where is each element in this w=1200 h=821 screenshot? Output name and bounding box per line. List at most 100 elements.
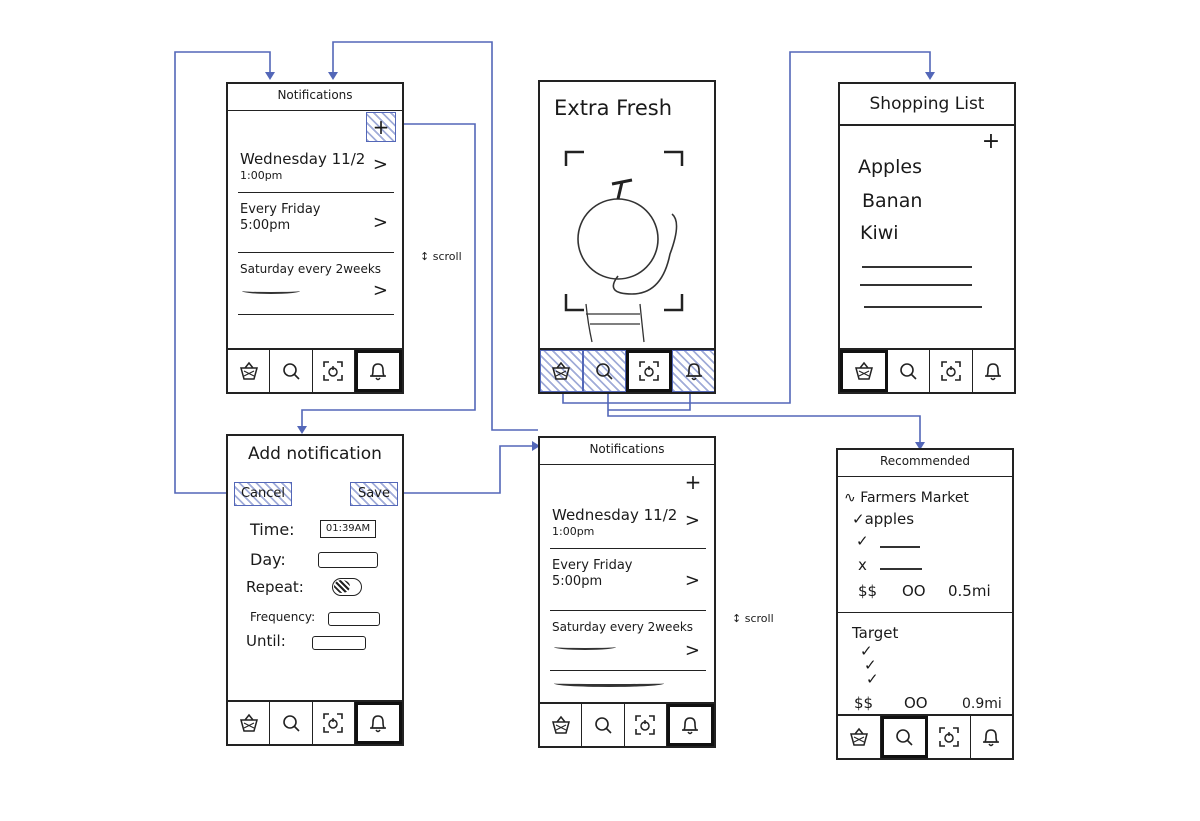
flow-basket-to-shopping	[562, 51, 931, 404]
tab-scan[interactable]	[928, 716, 971, 758]
basket-icon	[239, 713, 258, 732]
placeholder-squiggle	[554, 680, 664, 687]
tab-basket[interactable]	[840, 350, 888, 392]
check-icon: ✓	[864, 656, 877, 674]
tab-search[interactable]	[270, 350, 313, 392]
screen-title: Notifications	[228, 88, 402, 111]
placeholder-line	[860, 284, 972, 286]
placeholder-line	[864, 306, 982, 308]
divider	[838, 612, 1012, 613]
scroll-annotation: ↕ scroll	[420, 250, 462, 263]
until-label: Until:	[246, 632, 286, 650]
chevron-right-icon: >	[684, 570, 700, 591]
store-rating: OO	[904, 694, 928, 712]
flow-bell-to-notifications	[608, 392, 691, 411]
tab-search[interactable]	[582, 704, 625, 746]
scan-screen: Extra Fresh	[538, 80, 716, 394]
notification-title: Every Friday	[240, 202, 321, 217]
list-item[interactable]: Kiwi	[860, 222, 899, 244]
basket-icon	[551, 715, 570, 734]
bell-icon	[985, 363, 1002, 381]
tab-notifications[interactable]	[666, 704, 714, 746]
notification-item[interactable]: Wednesday 11/2 1:00pm >	[240, 150, 392, 182]
bell-icon	[682, 717, 699, 735]
tab-basket[interactable]	[540, 350, 583, 392]
add-notification-button[interactable]: +	[366, 112, 396, 142]
store-rating: OO	[902, 582, 926, 600]
tab-notifications[interactable]	[973, 350, 1015, 392]
tab-basket[interactable]	[838, 716, 881, 758]
notification-item[interactable]: Every Friday 5:00pm >	[552, 558, 704, 591]
store-name[interactable]: ∿ Farmers Market	[844, 490, 969, 506]
time-field[interactable]: 01:39AM	[320, 520, 376, 538]
add-notification-button[interactable]: +	[684, 470, 702, 494]
notification-title: Saturday every 2weeks	[552, 620, 694, 634]
tab-notifications[interactable]	[971, 716, 1013, 758]
scan-icon	[323, 361, 343, 381]
notification-title: Wednesday 11/2	[240, 150, 366, 168]
divider	[238, 252, 394, 253]
add-notification-screen: Add notification Cancel Save Time: 01:39…	[226, 434, 404, 746]
list-item[interactable]: Apples	[858, 156, 922, 178]
cancel-button[interactable]: Cancel	[234, 482, 292, 506]
screen-title: Add notification	[248, 444, 382, 464]
tab-notifications[interactable]	[672, 350, 714, 392]
scan-icon	[940, 361, 961, 381]
bell-icon	[685, 363, 702, 381]
match-item: ✓	[856, 532, 869, 550]
notifications-screen: Notifications + Wednesday 11/2 1:00pm > …	[226, 82, 404, 394]
frequency-field[interactable]	[328, 612, 380, 626]
match-item-name: apples	[864, 510, 915, 528]
check-icon: ✓	[866, 670, 879, 688]
scroll-arrow-icon: ↕	[420, 250, 430, 263]
tab-scan[interactable]	[313, 702, 355, 744]
flow-search-to-recommended	[607, 392, 921, 448]
tab-search[interactable]	[888, 350, 930, 392]
tab-scan[interactable]	[625, 350, 673, 392]
scan-icon	[635, 715, 655, 735]
match-item: ✓apples	[852, 510, 914, 528]
store-distance: 0.5mi	[948, 582, 991, 600]
notification-time: 5:00pm	[240, 218, 291, 233]
camera-viewfinder	[564, 150, 684, 343]
tab-search[interactable]	[582, 350, 626, 392]
tab-search[interactable]	[270, 702, 313, 744]
notification-item[interactable]: Wednesday 11/2 1:00pm >	[552, 506, 704, 538]
flow-top-loop	[332, 41, 538, 431]
day-label: Day:	[250, 550, 286, 569]
store-price: $$	[858, 582, 878, 600]
notification-title: Every Friday	[552, 558, 633, 573]
list-item[interactable]: Banan	[862, 190, 923, 212]
day-field[interactable]	[318, 552, 378, 568]
divider	[550, 670, 706, 671]
notification-time: 5:00pm	[552, 574, 603, 589]
tab-notifications[interactable]	[354, 350, 402, 392]
notification-item[interactable]: Saturday every 2weeks >	[240, 262, 392, 301]
tab-scan[interactable]	[930, 350, 973, 392]
recommended-screen: Recommended ∿ Farmers Market ✓apples ✓ x…	[836, 448, 1014, 760]
tab-scan[interactable]	[313, 350, 355, 392]
tab-bar	[838, 714, 1012, 758]
shopping-list-screen: Shopping List + Apples Banan Kiwi	[838, 82, 1016, 394]
add-item-button[interactable]: +	[981, 129, 1001, 154]
store-name[interactable]: Target	[852, 624, 899, 642]
notification-item[interactable]: Every Friday 5:00pm >	[240, 202, 392, 233]
tab-basket[interactable]	[540, 704, 583, 746]
tab-basket[interactable]	[228, 350, 271, 392]
chevron-right-icon: >	[684, 640, 700, 661]
tab-bar	[228, 700, 402, 744]
tab-scan[interactable]	[625, 704, 667, 746]
store-price: $$	[854, 694, 874, 712]
chevron-right-icon: >	[372, 154, 388, 175]
tab-notifications[interactable]	[354, 702, 402, 744]
notification-item[interactable]: Saturday every 2weeks >	[552, 620, 704, 661]
notifications-screen-updated: Notifications + Wednesday 11/2 1:00pm > …	[538, 436, 716, 748]
tab-basket[interactable]	[228, 702, 271, 744]
repeat-toggle[interactable]	[332, 578, 362, 596]
tab-search[interactable]	[880, 716, 928, 758]
chevron-right-icon: >	[372, 212, 388, 233]
chevron-right-icon: >	[684, 510, 700, 531]
divider	[550, 548, 706, 549]
until-field[interactable]	[312, 636, 366, 650]
save-button[interactable]: Save	[350, 482, 398, 506]
